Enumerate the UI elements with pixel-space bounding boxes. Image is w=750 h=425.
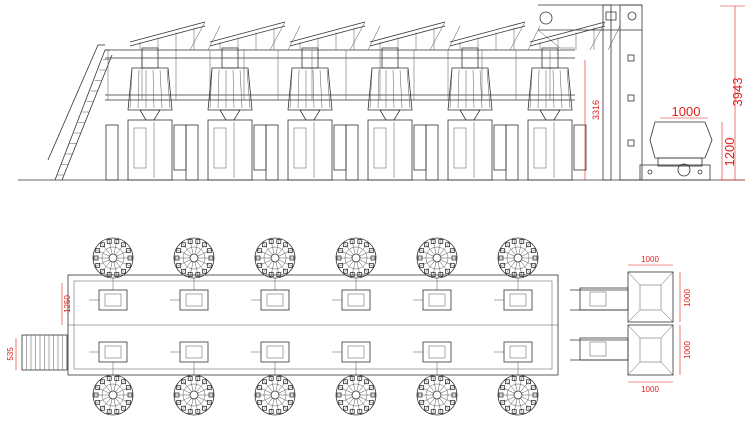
incline-conveyor [529, 21, 621, 51]
bucket-elevator [537, 4, 643, 181]
box-bottom-width-dimension-label: 1000 [641, 385, 659, 394]
packer-plan [89, 289, 128, 311]
packer-plan [494, 341, 533, 363]
side-weigher-unit [505, 47, 587, 181]
packer-plan [170, 289, 209, 311]
multihead-weighers-side [105, 47, 587, 181]
feed-bin [639, 121, 713, 181]
side-weigher-unit [105, 47, 187, 181]
output-conveyors [579, 287, 629, 361]
box-top-depth-dimension-label: 1000 [683, 289, 692, 307]
weigher-head-plan [416, 237, 458, 279]
incline-conveyor [369, 21, 461, 51]
weigher-head-plan [254, 237, 296, 279]
incline-conveyor [449, 21, 541, 51]
multihead-weighers-plan [92, 237, 539, 416]
side-view: 3943 3316 1000 1200 [18, 4, 745, 181]
packer-plan [332, 341, 371, 363]
incline-conveyor [289, 21, 381, 51]
packer-plan [170, 341, 209, 363]
bin-height-dimension-label: 1200 [722, 138, 737, 167]
plan-stair [21, 334, 68, 371]
incline-conveyors [129, 21, 621, 51]
weigher-head-plan [497, 237, 539, 279]
side-dimensions [584, 5, 745, 181]
bin-width-dimension-label: 1000 [672, 104, 701, 119]
height-dimension-label: 3943 [730, 78, 745, 107]
weigher-head-plan [497, 374, 539, 416]
weigher-head-plan [335, 374, 377, 416]
access-stair [47, 44, 113, 181]
row-spacing-dimension-label: 1250 [63, 295, 72, 313]
weigher-head-plan [416, 374, 458, 416]
packer-plan [413, 289, 452, 311]
packer-plan [251, 341, 290, 363]
side-weigher-unit [185, 47, 267, 181]
weigher-head-plan [335, 237, 377, 279]
machine-height-dimension-label: 3316 [591, 100, 601, 120]
packer-plan [251, 289, 290, 311]
output-box-top [627, 271, 674, 323]
stair-width-dimension-label: 535 [6, 347, 15, 361]
box-top-width-dimension-label: 1000 [641, 255, 659, 264]
incline-conveyor [209, 21, 301, 51]
side-weigher-unit [265, 47, 347, 181]
weigher-head-plan [173, 237, 215, 279]
weigher-head-plan [254, 374, 296, 416]
output-box-bottom [627, 324, 674, 376]
weigher-head-plan [92, 374, 134, 416]
plan-view: 1000 1000 1000 1000 1250 535 [6, 237, 692, 416]
incline-conveyor [129, 21, 221, 51]
plan-dimensions [15, 264, 681, 383]
packer-plan [332, 289, 371, 311]
weigher-head-plan [92, 237, 134, 279]
side-weigher-unit [425, 47, 507, 181]
weigher-head-plan [173, 374, 215, 416]
packer-plan [413, 341, 452, 363]
platform [105, 49, 575, 101]
packer-plan [89, 341, 128, 363]
packer-plan [494, 289, 533, 311]
box-bottom-depth-dimension-label: 1000 [683, 341, 692, 359]
packing-units-plan [89, 278, 533, 375]
